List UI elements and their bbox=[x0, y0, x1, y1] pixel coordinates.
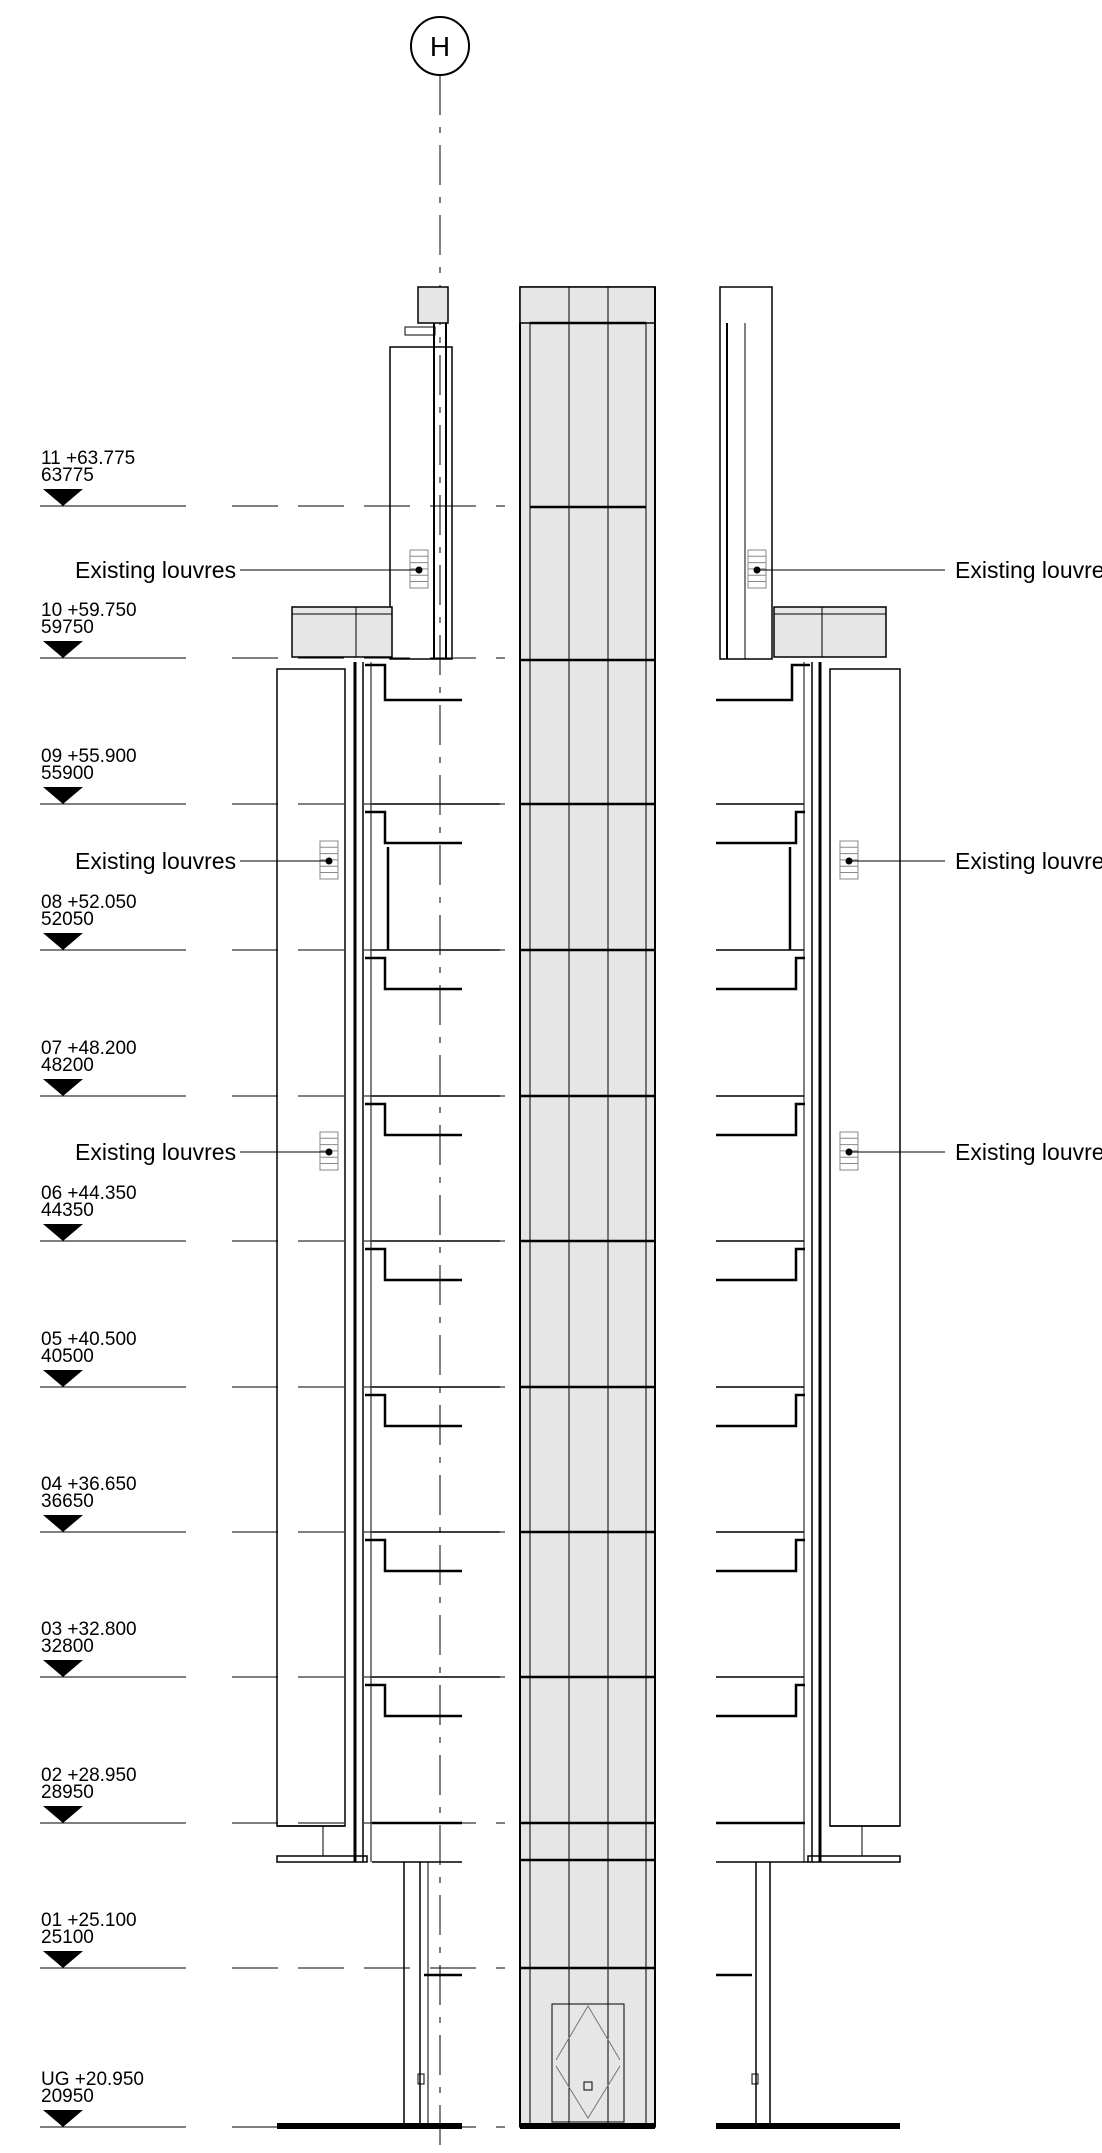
right-slab-profiles bbox=[716, 663, 810, 1977]
level-name: 09 +55.900 bbox=[41, 746, 137, 767]
level-value: 28950 bbox=[41, 1782, 94, 1803]
level-value: 32800 bbox=[41, 1636, 94, 1657]
louvre-callout: Existing louvres bbox=[75, 1131, 339, 1171]
level-value: 52050 bbox=[41, 909, 94, 930]
louvre-callout: Existing louvres bbox=[839, 840, 1102, 880]
left-slab-tops bbox=[372, 803, 500, 1863]
level-name: 07 +48.200 bbox=[41, 1038, 137, 1059]
left-slab-profiles bbox=[365, 663, 462, 1977]
louvre-label: Existing louvres bbox=[955, 1139, 1102, 1165]
level-name: 01 +25.100 bbox=[41, 1910, 137, 1931]
level-marker-icon bbox=[43, 2110, 83, 2127]
level-name: 10 +59.750 bbox=[41, 600, 137, 621]
louvre-label: Existing louvres bbox=[75, 1139, 236, 1165]
level-marker-icon bbox=[43, 1079, 83, 1096]
level-value: 59750 bbox=[41, 617, 94, 638]
level-marker-icon bbox=[43, 1660, 83, 1677]
left-plant-room bbox=[389, 346, 453, 660]
level-value: 40500 bbox=[41, 1346, 94, 1367]
core-entrance bbox=[551, 2003, 625, 2123]
level-value: 25100 bbox=[41, 1927, 94, 1948]
louvre-icon bbox=[839, 840, 859, 880]
louvre-label: Existing louvres bbox=[955, 848, 1102, 874]
louvre-callout: Existing louvres bbox=[75, 840, 339, 880]
core-floor-lines bbox=[520, 321, 655, 1970]
level-marker-icon bbox=[43, 1515, 83, 1532]
louvre-icon bbox=[319, 1131, 339, 1171]
core-fill bbox=[519, 286, 656, 2128]
grid-label: H bbox=[430, 31, 450, 62]
level-marker-icon bbox=[43, 933, 83, 950]
louvre-label: Existing louvres bbox=[75, 557, 236, 583]
level-name: 04 +36.650 bbox=[41, 1474, 137, 1495]
level-value: 44350 bbox=[41, 1200, 94, 1221]
right-slab-tops bbox=[716, 803, 808, 1863]
right-plant-room bbox=[719, 286, 773, 660]
level-name: 06 +44.350 bbox=[41, 1183, 137, 1204]
louvre-label: Existing louvres bbox=[955, 557, 1102, 583]
level-name: 08 +52.050 bbox=[41, 892, 137, 913]
level-marker-icon bbox=[43, 489, 83, 506]
gridline-h: H bbox=[410, 16, 470, 2153]
level-name: UG +20.950 bbox=[41, 2069, 144, 2090]
level-value: 63775 bbox=[41, 465, 94, 486]
level-name: 02 +28.950 bbox=[41, 1765, 137, 1786]
louvre-callout: Existing louvres bbox=[747, 549, 1102, 589]
level-name: 11 +63.775 bbox=[41, 448, 135, 469]
louvre-label: Existing louvres bbox=[75, 848, 236, 874]
level-value: 36650 bbox=[41, 1491, 94, 1512]
level-marker-icon bbox=[43, 1370, 83, 1387]
left-wing-elevation bbox=[276, 286, 453, 2127]
right-wing-elevation bbox=[719, 286, 901, 2127]
level-name: 05 +40.500 bbox=[41, 1329, 137, 1350]
left-facade-panel bbox=[276, 668, 346, 1827]
louvre-icon bbox=[319, 840, 339, 880]
louvre-callout: Existing louvres bbox=[75, 549, 429, 589]
level-value: 48200 bbox=[41, 1055, 94, 1076]
level-value: 20950 bbox=[41, 2086, 94, 2107]
louvre-icon bbox=[747, 549, 767, 589]
core-elevation bbox=[519, 286, 656, 2128]
level-marker-icon bbox=[43, 787, 83, 804]
level-marker-icon bbox=[43, 1951, 83, 1968]
louvre-callout: Existing louvres bbox=[839, 1131, 1102, 1171]
level-datum-lines bbox=[40, 505, 505, 2128]
level-marker-icon bbox=[43, 1224, 83, 1241]
level-name: 03 +32.800 bbox=[41, 1619, 137, 1640]
louvre-icon bbox=[409, 549, 429, 589]
level-marker-icon bbox=[43, 1806, 83, 1823]
level-marker-icon bbox=[43, 641, 83, 658]
level-value: 55900 bbox=[41, 763, 94, 784]
core-top-cap bbox=[519, 286, 656, 324]
